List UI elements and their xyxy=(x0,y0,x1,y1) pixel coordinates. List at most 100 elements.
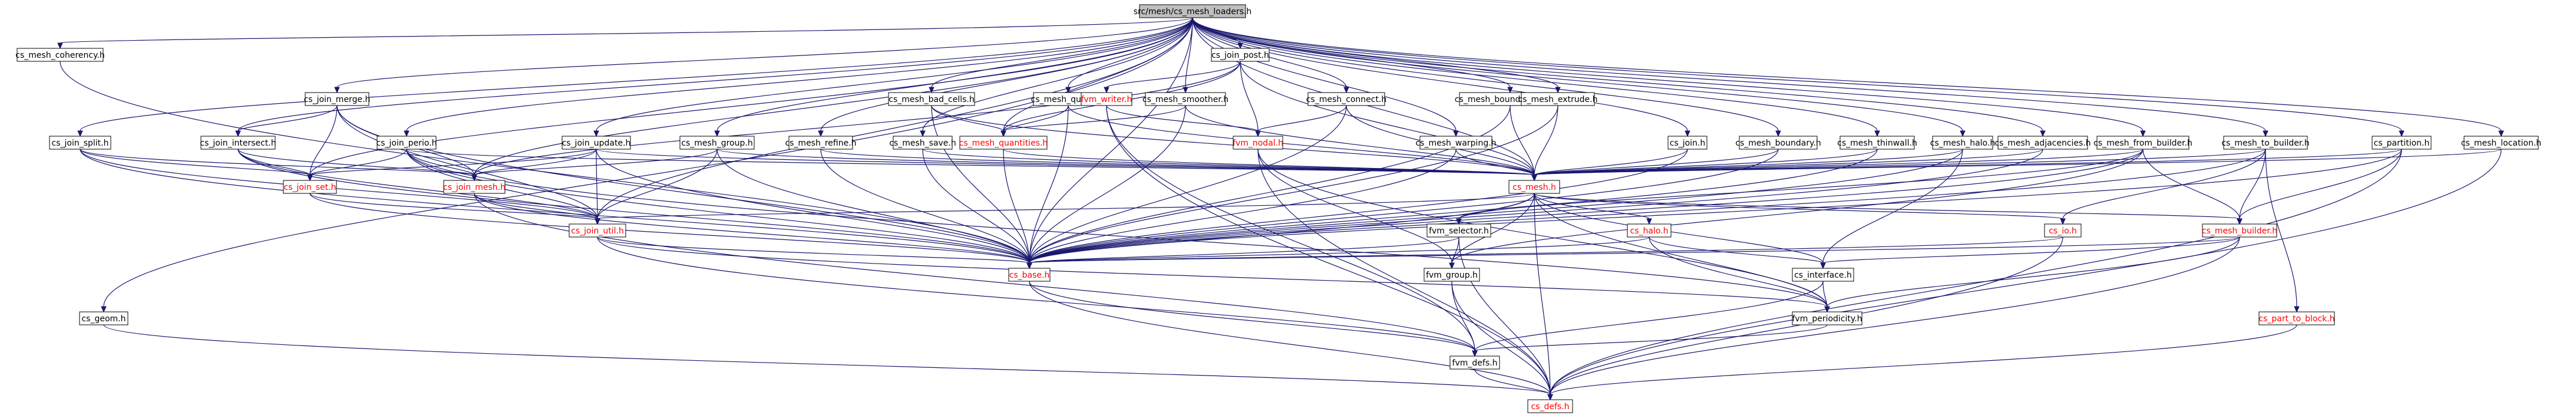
edge-join_post-to-cs_mesh xyxy=(1240,61,1537,182)
node-box xyxy=(2044,223,2082,238)
node-location[interactable]: cs_mesh_location.h xyxy=(2461,136,2541,150)
node-box xyxy=(1145,92,1226,106)
edge-cs_mesh-to-cs_io xyxy=(1534,193,2066,225)
edge-join_post-to-fvm_writer xyxy=(1104,61,1241,94)
node-cs-base[interactable]: cs_base.h xyxy=(1008,268,1051,282)
node-mesh-save[interactable]: cs_mesh_save.h xyxy=(889,136,956,150)
edge-fvm_writer-to-cs_defs xyxy=(1106,105,1553,401)
node-join-set[interactable]: cs_join_set.h xyxy=(283,180,337,194)
node-join-merge[interactable]: cs_join_merge.h xyxy=(304,92,371,106)
node-cs-io[interactable]: cs_io.h xyxy=(2044,223,2082,238)
edge-boundary_layer-to-cs_base xyxy=(1026,105,1511,269)
node-part-to-block[interactable]: cs_part_to_block.h xyxy=(2258,311,2335,325)
edge-mesh_refine-to-cs_base xyxy=(820,149,1032,269)
edge-boundary-to-cs_mesh xyxy=(1531,149,1779,182)
edge-root-to-coherency xyxy=(57,17,1193,50)
node-geom[interactable]: cs_geom.h xyxy=(79,311,128,325)
node-adjacencies[interactable]: cs_mesh_adjacencies.h xyxy=(1994,136,2091,150)
edge-root-to-mesh_save xyxy=(920,17,1193,137)
edge-root-to-geom xyxy=(101,17,1193,313)
node-join-update[interactable]: cs_join_update.h xyxy=(562,136,631,150)
node-label: cs_join_post.h xyxy=(1211,51,1269,60)
node-box xyxy=(893,136,953,150)
node-mesh-group[interactable]: cs_mesh_group.h xyxy=(679,136,755,150)
node-label: cs_mesh_builder.h xyxy=(2202,226,2277,236)
node-box xyxy=(2463,136,2539,150)
node-box xyxy=(1139,4,1246,18)
node-box xyxy=(1449,356,1500,370)
node-partition[interactable]: cs_partition.h xyxy=(2372,136,2432,150)
edge-thinwall-to-cs_mesh xyxy=(1531,149,1878,182)
edge-join_mesh-to-join_util xyxy=(474,193,600,225)
node-join-post[interactable]: cs_join_post.h xyxy=(1211,48,1270,62)
node-cs-halo[interactable]: cs_halo.h xyxy=(1627,223,1672,238)
node-label: cs_join.h xyxy=(1670,139,1706,148)
edge-mesh_group-to-cs_base xyxy=(716,149,1032,269)
node-mesh-builder[interactable]: cs_mesh_builder.h xyxy=(2202,223,2277,238)
node-fvm-writer[interactable]: fvm_writer.h xyxy=(1081,92,1132,106)
node-join-util[interactable]: cs_join_util.h xyxy=(569,223,626,238)
node-warping[interactable]: cs_mesh_warping.h xyxy=(1415,136,1497,150)
node-label: fvm_nodal.h xyxy=(1233,139,1283,148)
edge-root-to-boundary xyxy=(1192,17,1781,137)
edge-location-to-cs_mesh xyxy=(1531,149,2502,182)
edge-mesh_builder-to-periodicity xyxy=(1824,236,2240,313)
node-interface[interactable]: cs_interface.h xyxy=(1792,268,1854,282)
edge-fvm_selector-to-fvm_group xyxy=(1449,236,1459,269)
node-cs-mesh[interactable]: cs_mesh.h xyxy=(1508,180,1560,194)
node-label: cs_join_set.h xyxy=(284,183,336,192)
node-box xyxy=(569,223,626,238)
node-join-split[interactable]: cs_join_split.h xyxy=(49,136,111,150)
edge-geom-to-cs_defs xyxy=(103,324,1553,401)
node-box xyxy=(1932,136,1993,150)
node-connect[interactable]: cs_mesh_connect.h xyxy=(1306,92,1387,106)
edge-root-to-join xyxy=(1192,17,1690,137)
node-boundary[interactable]: cs_mesh_boundary.h xyxy=(1735,136,1821,150)
node-label: fvm_selector.h xyxy=(1429,226,1489,236)
edge-cs_mesh-to-join_util xyxy=(595,193,1535,225)
node-layer: src/mesh/cs_mesh_loaders.hcs_mesh_cohere… xyxy=(15,4,2541,413)
node-label: cs_mesh_boundary.h xyxy=(1735,139,1821,148)
node-label: cs_mesh_coherency.h xyxy=(15,51,104,60)
edge-root-to-join_perio xyxy=(404,17,1193,137)
node-box xyxy=(1521,92,1595,106)
node-quantities[interactable]: cs_mesh_quantities.h xyxy=(959,136,1048,150)
edge-halo_node-to-cs_mesh xyxy=(1531,149,1963,182)
node-to-builder[interactable]: cs_mesh_to_builder.h xyxy=(2221,136,2310,150)
node-join-intersect[interactable]: cs_join_intersect.h xyxy=(200,136,276,150)
node-coherency[interactable]: cs_mesh_coherency.h xyxy=(15,48,105,62)
edge-cs_mesh-to-cs_halo xyxy=(1534,193,1652,225)
node-halo-node[interactable]: cs_mesh_halo.h xyxy=(1930,136,1995,150)
node-box xyxy=(16,48,104,62)
node-box xyxy=(1739,136,1818,150)
edge-join_intersect-to-join_set xyxy=(237,149,313,182)
node-mesh-refine[interactable]: cs_mesh_refine.h xyxy=(785,136,857,150)
node-label: cs_join_update.h xyxy=(562,139,631,148)
node-join[interactable]: cs_join.h xyxy=(1667,136,1708,150)
node-fvm-nodal[interactable]: fvm_nodal.h xyxy=(1233,136,1283,150)
edge-smoother-to-quantities xyxy=(1000,105,1186,137)
node-fvm-group[interactable]: fvm_group.h xyxy=(1424,268,1480,282)
node-thinwall[interactable]: cs_mesh_thinwall.h xyxy=(1837,136,1917,150)
node-bad-cells[interactable]: cs_mesh_bad_cells.h xyxy=(888,92,975,106)
node-label: cs_join_perio.h xyxy=(377,139,437,148)
node-periodicity[interactable]: fvm_periodicity.h xyxy=(1792,311,1862,325)
node-extrude[interactable]: cs_mesh_extrude.h xyxy=(1518,92,1598,106)
edge-bad_cells-to-quantities xyxy=(931,105,1006,137)
node-join-perio[interactable]: cs_join_perio.h xyxy=(377,136,437,150)
node-label: cs_join_split.h xyxy=(52,139,109,148)
node-fvm-selector[interactable]: fvm_selector.h xyxy=(1426,223,1491,238)
node-fvm-defs[interactable]: fvm_defs.h xyxy=(1449,356,1500,370)
node-label: cs_mesh_thinwall.h xyxy=(1837,139,1917,148)
node-join-mesh[interactable]: cs_join_mesh.h xyxy=(443,180,506,194)
node-box xyxy=(959,136,1048,150)
node-label: cs_join_mesh.h xyxy=(443,183,506,192)
node-smoother[interactable]: cs_mesh_smoother.h xyxy=(1142,92,1228,106)
node-box xyxy=(377,136,437,150)
edge-root-to-join_intersect xyxy=(235,17,1193,137)
node-from-builder[interactable]: cs_mesh_from_builder.h xyxy=(2093,136,2192,150)
node-label: cs_base.h xyxy=(1009,271,1050,280)
node-cs-defs[interactable]: cs_defs.h xyxy=(1527,399,1573,413)
edge-root-to-bad_cells xyxy=(929,17,1193,94)
node-label: fvm_defs.h xyxy=(1452,358,1498,368)
